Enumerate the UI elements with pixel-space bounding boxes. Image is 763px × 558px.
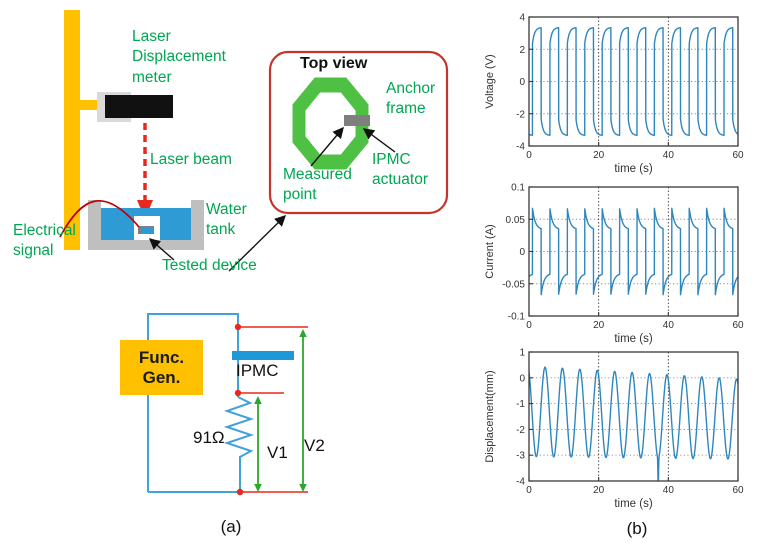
ipmc-actuator-label: IPMC actuator (372, 151, 429, 189)
y-tick-label: -3 (516, 451, 525, 462)
y-tick-label: -4 (516, 477, 525, 488)
y-tick-label: 0.1 (511, 183, 525, 194)
v1-label: V1 (267, 443, 288, 462)
laser-meter-label: Laser Displacement meter (132, 28, 226, 86)
top-view-inset (268, 50, 449, 215)
y-tick-label: -0.05 (502, 279, 525, 290)
inset-pointer-arrow (228, 215, 286, 272)
ipmc-label: IPMC (236, 361, 279, 380)
v2-label: V2 (304, 436, 325, 455)
displacement-trace (529, 366, 738, 481)
y-tick-label: 0 (519, 77, 525, 88)
electrical-signal-label: Electrical signal (13, 222, 76, 260)
measured-point-arrow (310, 126, 344, 167)
anchor-frame-shape (292, 77, 369, 170)
x-tick-label: 60 (732, 320, 744, 331)
tested-device-arrow (148, 238, 175, 261)
plot-box (528, 351, 739, 482)
x-tick-label: 20 (593, 320, 605, 331)
y-tick-label: 0.05 (506, 215, 526, 226)
displacement-ylabel: Displacement(mm) (484, 370, 496, 462)
x-tick-label: 0 (526, 320, 532, 331)
measured-point-label: Measured point (283, 166, 352, 204)
y-tick-label: 1 (519, 348, 525, 359)
node-top (234, 323, 242, 331)
voltage-trace (529, 27, 738, 136)
laser-beam-label: Laser beam (150, 151, 232, 168)
x-tick-label: 20 (593, 150, 605, 161)
displacement-xlabel: time (s) (614, 498, 653, 510)
x-tick-label: 0 (526, 150, 532, 161)
v1-arrow (254, 396, 262, 492)
node-bottom (236, 488, 244, 496)
water-tank-label: Water tank (206, 201, 247, 239)
current-xlabel: time (s) (614, 333, 653, 345)
top-view-title: Top view (300, 55, 368, 72)
y-tick-label: -1 (516, 399, 525, 410)
x-tick-label: 20 (593, 485, 605, 496)
ipmc-actuator-shape (344, 115, 370, 126)
resistor-shape (148, 396, 255, 493)
voltage-xlabel: time (s) (614, 163, 653, 175)
y-tick-label: 0 (519, 247, 525, 258)
resistor-label: 91Ω (193, 428, 225, 447)
function-generator-box: Func. Gen. (120, 340, 203, 395)
y-tick-label: -4 (516, 142, 525, 153)
ipmc-actuator-arrow (362, 128, 396, 153)
electrical-signal-wire (59, 200, 140, 238)
voltage-ylabel: Voltage (V) (484, 54, 496, 108)
caption-a: (a) (220, 517, 242, 536)
x-tick-label: 0 (526, 485, 532, 496)
y-tick-label: -0.1 (508, 312, 526, 323)
circuit-shapes (147, 313, 308, 496)
anchor-frame-label: Anchor frame (386, 80, 436, 118)
caption-b: (b) (626, 519, 648, 538)
v2-arrow (299, 329, 307, 492)
x-tick-label: 60 (732, 485, 744, 496)
y-tick-label: 4 (519, 13, 525, 24)
stand-shape (64, 10, 105, 250)
water-tank-shape (88, 200, 204, 250)
x-tick-label: 40 (663, 485, 675, 496)
x-tick-label: 40 (663, 150, 675, 161)
y-tick-label: 2 (519, 45, 525, 56)
y-tick-label: 0 (519, 373, 525, 384)
y-tick-label: -2 (516, 425, 525, 436)
x-tick-label: 40 (663, 320, 675, 331)
y-tick-label: -2 (516, 109, 525, 120)
ipmc-bar-shape (232, 351, 294, 360)
tested-device-label: Tested device (162, 257, 257, 274)
node-middle (234, 389, 242, 397)
x-tick-label: 60 (732, 150, 744, 161)
laser-meter-shape (97, 92, 173, 122)
current-trace (529, 207, 738, 296)
laser-beam-arrow (137, 123, 153, 219)
current-ylabel: Current (A) (484, 224, 496, 278)
circuit-wire (147, 313, 239, 492)
